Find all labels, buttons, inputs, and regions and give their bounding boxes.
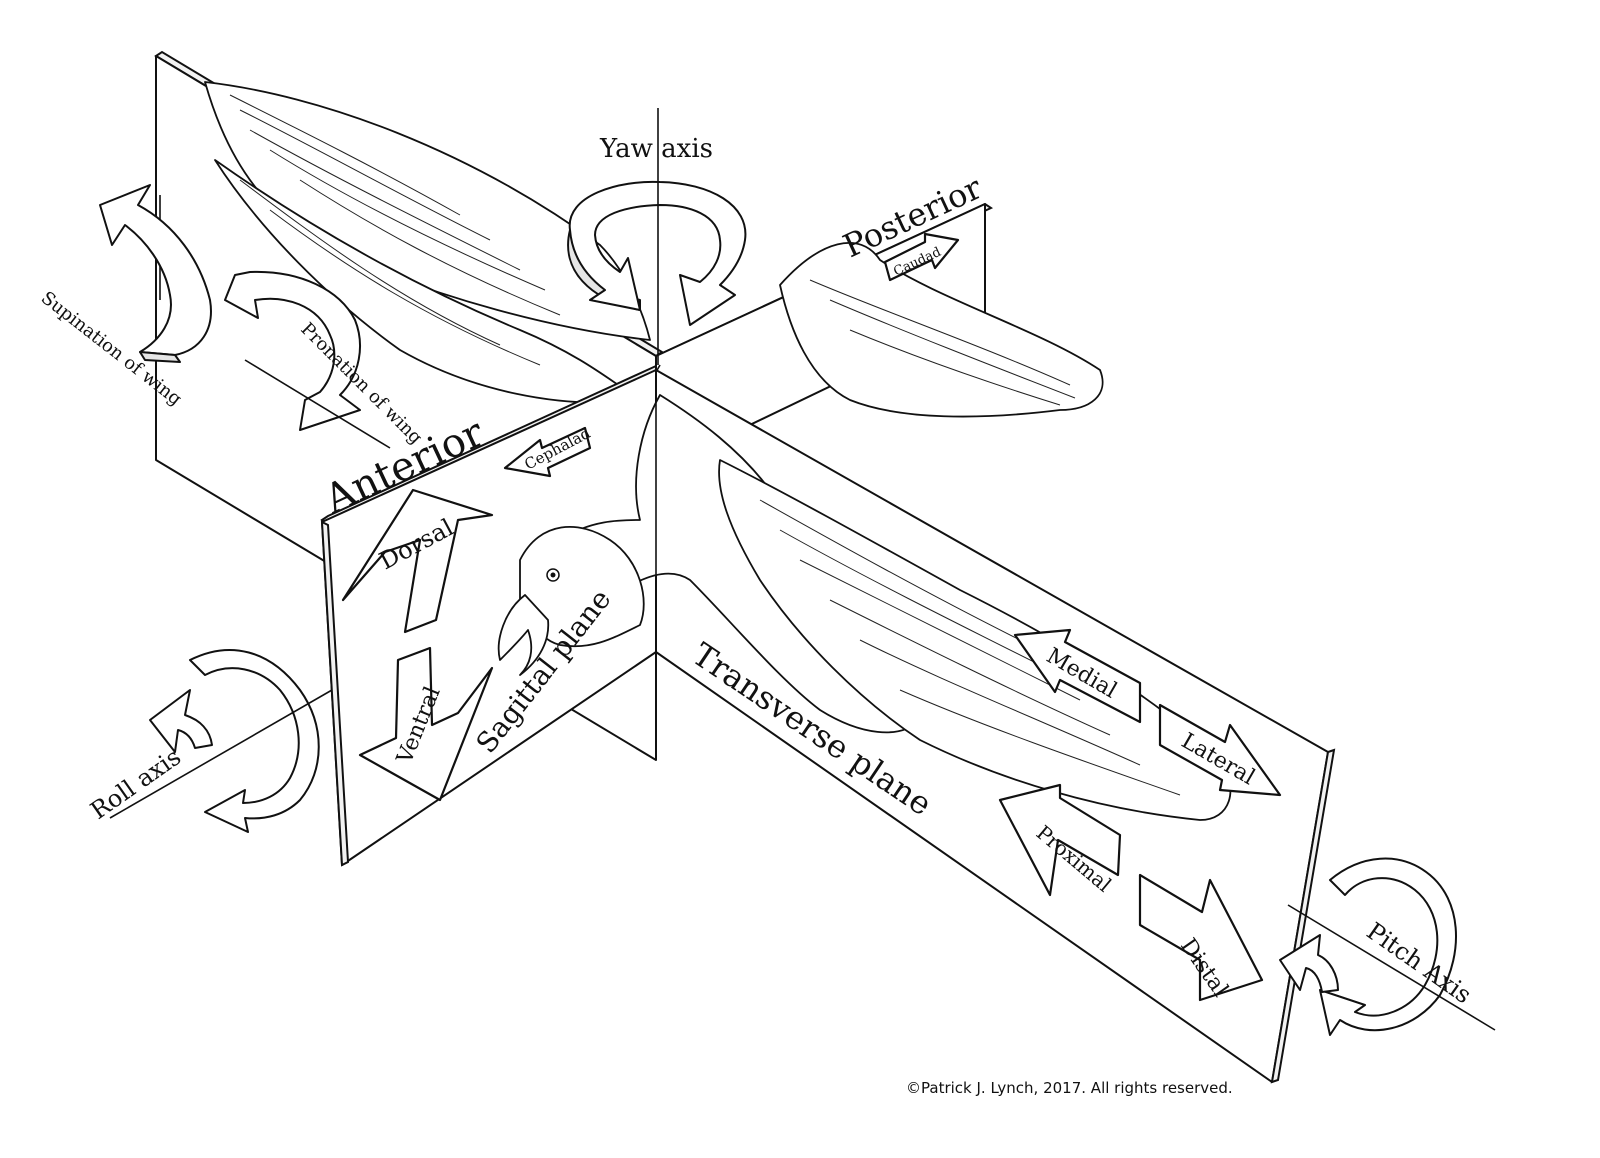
- ventral-arrow: [358, 646, 494, 802]
- roll-axis-line: [109, 689, 333, 819]
- yaw-axis-label: Yaw axis: [599, 134, 713, 164]
- roll-axis-label: Roll axis: [85, 743, 186, 825]
- cephalad-arrow: [503, 426, 592, 478]
- medial-arrow: [1013, 628, 1142, 724]
- lateral-arrow: [1158, 703, 1282, 797]
- far-wing-feathers: [229, 94, 561, 366]
- far-wing: [204, 81, 651, 404]
- dorsal-arrow: [341, 488, 494, 634]
- copyright-notice: ©Patrick J. Lynch, 2017. All rights rese…: [906, 1079, 1233, 1097]
- supination-arrow: [99, 184, 212, 363]
- rear-wing: [779, 242, 1104, 418]
- yaw-rotation-arrow: [567, 180, 747, 326]
- bird-beak: [497, 594, 550, 676]
- distal-arrow: [1138, 873, 1264, 1002]
- caudad-arrow: [883, 232, 960, 282]
- pitch-rotation-arrow: [1279, 857, 1457, 1036]
- pitch-axis-line: [1287, 904, 1496, 1031]
- proximal-arrow: [998, 783, 1122, 897]
- pronation-arrow: [224, 270, 361, 431]
- roll-rotation-arrow: [149, 649, 320, 833]
- wing-axis-line: [244, 359, 391, 449]
- near-wing: [718, 459, 1232, 821]
